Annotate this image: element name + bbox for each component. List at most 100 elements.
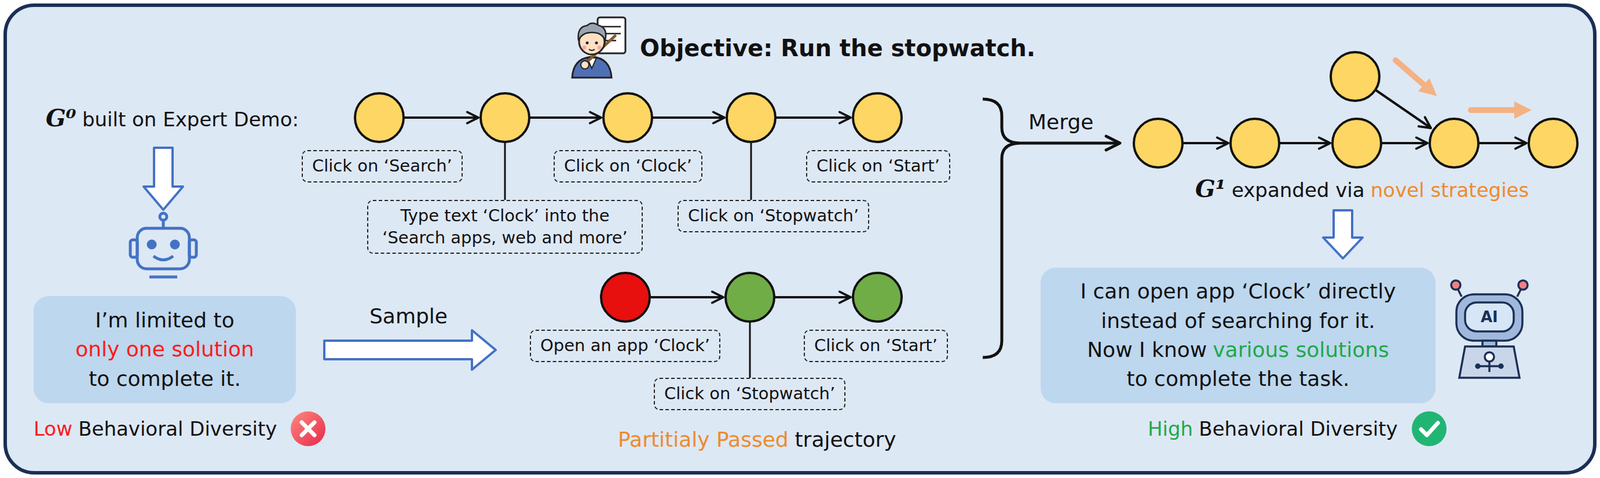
text-line: Now I knowvarious solutions bbox=[1052, 335, 1424, 365]
robot-ear bbox=[189, 239, 197, 258]
label-group: AI bbox=[1480, 308, 1499, 326]
label-text: novel strategies bbox=[1370, 178, 1529, 202]
label-text: Low bbox=[33, 416, 73, 441]
label-group: Merge bbox=[1028, 110, 1094, 134]
step-text: Open an app ‘Clock’ bbox=[540, 334, 710, 357]
label-text: Behavioral Diversity bbox=[1198, 416, 1398, 441]
state-circle bbox=[726, 93, 776, 142]
step-box: Click on ‘Search’ bbox=[301, 149, 463, 183]
arrow bbox=[652, 116, 725, 119]
expanded-states bbox=[1133, 52, 1578, 168]
ai-visor bbox=[1465, 302, 1514, 332]
text-line: only one solution bbox=[45, 334, 285, 364]
robot-ear bbox=[130, 239, 138, 258]
antenna-tip bbox=[1451, 280, 1461, 290]
speech-box: I’m limited to only one solution to comple… bbox=[33, 295, 296, 404]
arrow bbox=[1375, 89, 1431, 128]
eye bbox=[595, 41, 599, 45]
leader-lines bbox=[504, 141, 752, 378]
label-text: G¹ bbox=[1195, 174, 1226, 203]
sample-arrow bbox=[324, 330, 496, 370]
arrow bbox=[529, 116, 602, 119]
cheek bbox=[597, 45, 602, 50]
ai-robot-icon bbox=[1451, 280, 1528, 378]
speech-text: to complete the task. bbox=[1126, 366, 1350, 391]
check-stroke bbox=[1421, 422, 1438, 435]
state-circle bbox=[480, 93, 530, 142]
passed-state bbox=[852, 272, 902, 322]
hair bbox=[578, 23, 607, 41]
label-text: expanded via bbox=[1231, 178, 1365, 202]
cross-stroke bbox=[301, 422, 315, 435]
label-text: Behavioral Diversity bbox=[78, 416, 277, 441]
antenna-tip bbox=[1518, 280, 1528, 290]
robot-eye bbox=[171, 240, 179, 248]
arrow bbox=[1182, 141, 1229, 145]
step-text: Click on ‘Start’ bbox=[816, 155, 940, 178]
hand bbox=[580, 60, 589, 69]
state-circle bbox=[852, 93, 902, 142]
speech-text: various solutions bbox=[1212, 337, 1390, 362]
label-group: HighBehavioral Diversity bbox=[1147, 416, 1398, 441]
state-circle bbox=[354, 93, 404, 142]
speech-text: Now I know bbox=[1086, 337, 1207, 362]
circuit-dot bbox=[1476, 364, 1480, 368]
step-box: Type text ‘Clock’ into the ‘Search apps,… bbox=[367, 199, 643, 254]
robot-eye bbox=[148, 240, 156, 248]
mouth bbox=[588, 49, 595, 51]
label-group: Sample bbox=[369, 304, 448, 328]
novel-strategy-arrows bbox=[1395, 60, 1523, 111]
ai-core bbox=[1484, 352, 1495, 362]
step-box: Click on ‘Clock’ bbox=[553, 149, 703, 183]
merge-arrow bbox=[1020, 141, 1120, 145]
step-text: Click on ‘Stopwatch’ bbox=[664, 382, 836, 405]
label-text: AI bbox=[1480, 308, 1499, 326]
state-circle bbox=[603, 93, 653, 142]
cross-circle bbox=[290, 411, 326, 446]
circuit bbox=[1477, 364, 1501, 368]
state-circle bbox=[1330, 52, 1380, 101]
step-box: Open an app ‘Clock’ bbox=[529, 329, 721, 362]
expert-states bbox=[354, 93, 902, 142]
label-group: G¹expanded vianovel strategies bbox=[1195, 174, 1529, 203]
label-text: G⁰ bbox=[45, 104, 77, 133]
check-icon bbox=[1410, 409, 1448, 448]
robot-smile bbox=[153, 255, 174, 261]
step-box: Click on ‘Start’ bbox=[803, 329, 948, 362]
robot-head bbox=[137, 228, 190, 269]
label-text: Partitialy Passed bbox=[617, 427, 789, 452]
label-text: Sample bbox=[369, 304, 448, 328]
cross-stroke bbox=[301, 422, 315, 435]
step-text: Type text ‘Clock’ into the ‘Search apps,… bbox=[377, 204, 633, 249]
step-text: Click on ‘Search’ bbox=[312, 155, 453, 178]
speech-box: I can open app ‘Clock’ directly instead … bbox=[1040, 267, 1436, 404]
robot-base bbox=[149, 275, 178, 279]
text-line: I can open app ‘Clock’ directly instead … bbox=[1052, 276, 1424, 336]
teacher-icon bbox=[572, 17, 626, 78]
leader-line bbox=[749, 321, 752, 378]
speech-text: to complete it. bbox=[88, 366, 241, 391]
arrow bbox=[649, 295, 724, 299]
cheek bbox=[582, 45, 587, 50]
arrow bbox=[775, 116, 851, 119]
down-arrow bbox=[143, 147, 183, 210]
ai-body bbox=[1459, 346, 1520, 378]
speech-text: I’m limited to bbox=[94, 308, 234, 332]
arrow bbox=[1381, 141, 1428, 145]
board-line bbox=[602, 26, 621, 28]
novel-arrow bbox=[1395, 60, 1431, 91]
teacher-body bbox=[572, 56, 612, 78]
label-text: Merge bbox=[1028, 110, 1094, 134]
speech-text: I can open app ‘Clock’ directly instead … bbox=[1079, 279, 1396, 332]
title-text: Objective: Run the stopwatch. bbox=[639, 34, 1036, 62]
speech-text: only one solution bbox=[75, 337, 255, 361]
robot-icon bbox=[130, 213, 197, 277]
arrow bbox=[1279, 141, 1331, 145]
check-circle bbox=[1411, 411, 1447, 446]
passed-state bbox=[725, 272, 775, 322]
label-group: Partitialy Passedtrajectory bbox=[617, 427, 897, 452]
label-text: High bbox=[1147, 416, 1193, 441]
step-text: Click on ‘Clock’ bbox=[564, 155, 693, 178]
novel-arrow bbox=[1470, 107, 1523, 113]
